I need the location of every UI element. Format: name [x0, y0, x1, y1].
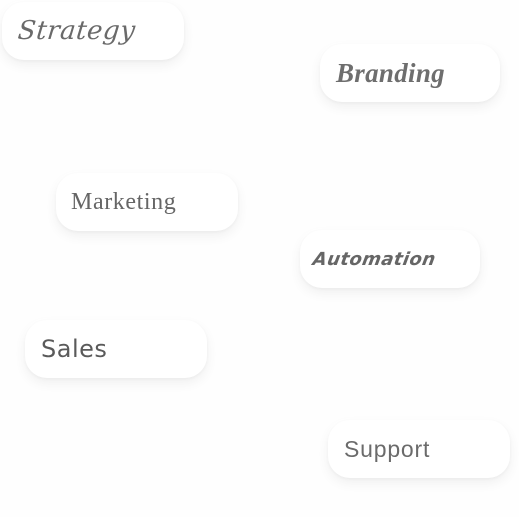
tag-support[interactable]: Support	[328, 420, 510, 478]
tag-marketing-label: Marketing	[71, 188, 177, 215]
tag-sales-label: Sales	[41, 335, 108, 363]
tag-strategy[interactable]: Strategy	[2, 2, 184, 60]
tag-strategy-label: Strategy	[16, 16, 137, 46]
tag-automation[interactable]: Automation	[300, 230, 480, 288]
tag-automation-label: Automation	[311, 248, 438, 270]
tag-branding-label: Branding	[336, 57, 445, 88]
tag-marketing[interactable]: Marketing	[56, 173, 238, 231]
tag-sales[interactable]: Sales	[25, 320, 207, 378]
tag-branding[interactable]: Branding	[320, 44, 500, 102]
tag-support-label: Support	[344, 435, 431, 462]
